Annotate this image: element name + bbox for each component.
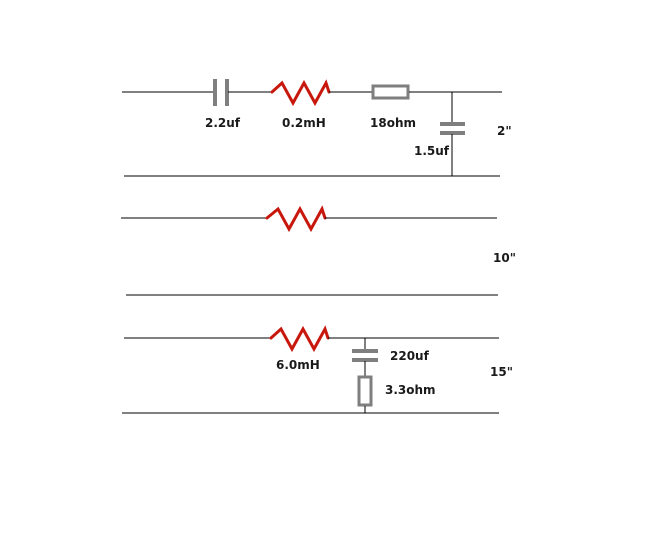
woofer-shunt-capacitor-symbol xyxy=(352,349,378,362)
woofer-series-inductor-label: 6.0mH xyxy=(276,358,320,372)
tweeter-shunt-capacitor-symbol xyxy=(440,122,465,135)
tweeter-series-inductor-symbol xyxy=(270,79,331,107)
woofer-shunt-capacitor-label: 220uf xyxy=(390,349,429,363)
tweeter-series-resistor-symbol xyxy=(371,84,410,100)
mid-driver-label: 10" xyxy=(493,251,516,265)
mid-series-inductor-symbol xyxy=(265,205,327,233)
woofer-driver-label: 15" xyxy=(490,365,513,379)
tweeter-series-capacitor-symbol xyxy=(213,79,229,106)
tweeter-shunt-capacitor-label: 1.5uf xyxy=(414,144,450,158)
mid-circuit xyxy=(121,205,498,296)
tweeter-series-capacitor-label: 2.2uf xyxy=(205,116,241,130)
tweeter-series-inductor-label: 0.2mH xyxy=(282,116,326,130)
woofer-circuit xyxy=(122,325,499,414)
woofer-shunt-resistor-symbol xyxy=(357,375,373,407)
tweeter-circuit xyxy=(122,79,502,177)
tweeter-driver-label: 2" xyxy=(497,124,512,138)
tweeter-series-resistor-label: 18ohm xyxy=(370,116,416,130)
woofer-series-inductor-symbol xyxy=(269,325,330,353)
woofer-shunt-resistor-label: 3.3ohm xyxy=(385,383,436,397)
